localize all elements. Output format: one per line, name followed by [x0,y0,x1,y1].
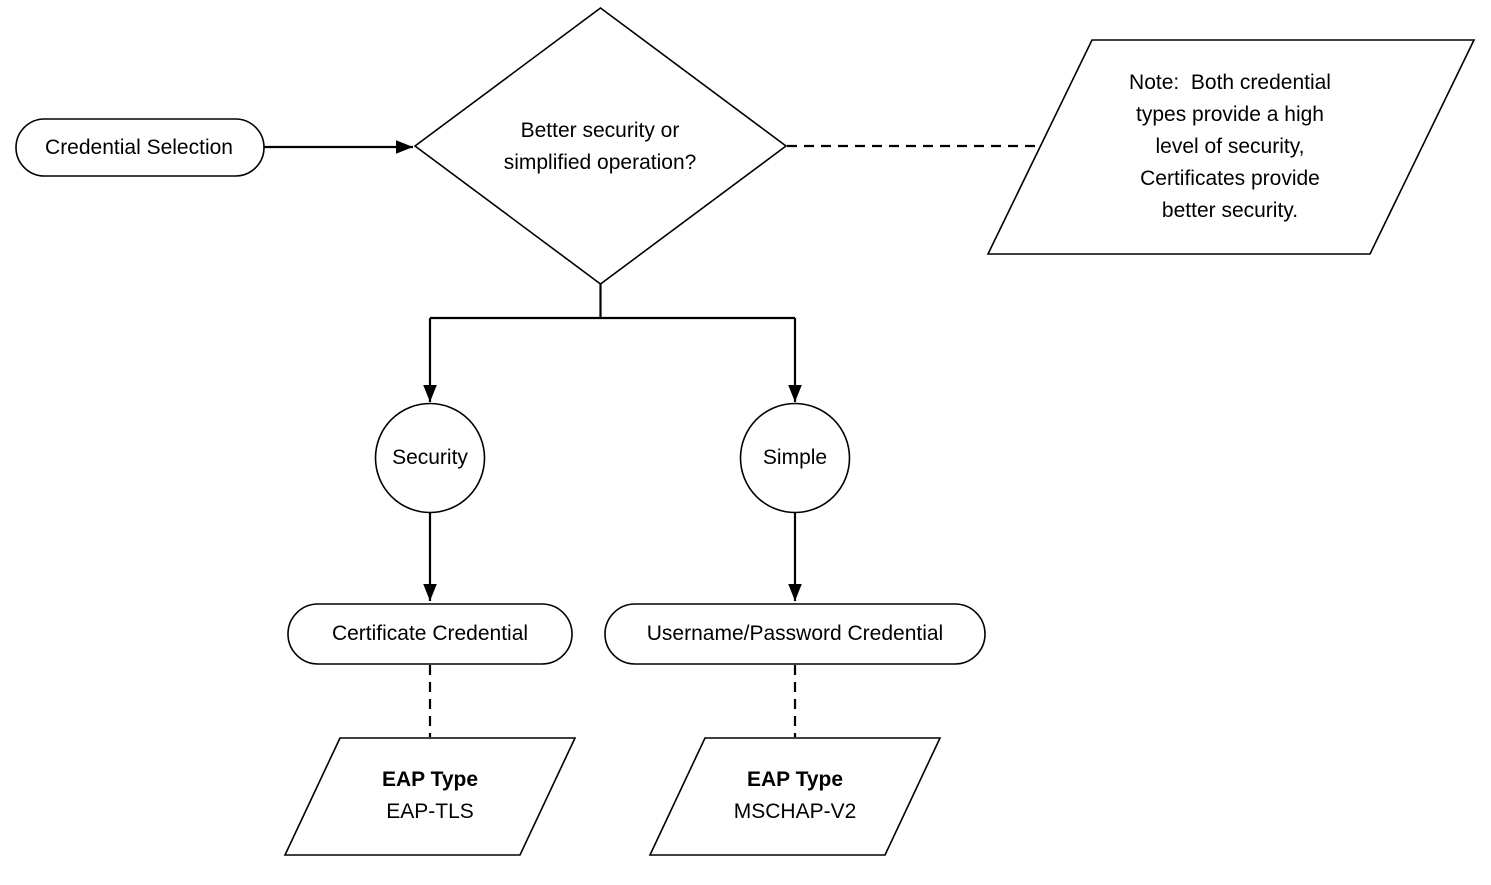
eap-tls-node-title: EAP Type [381,768,479,791]
mschap-v2-node-title: EAP Type [746,768,844,791]
simple-node-label: Simple [762,446,828,469]
decision-node-label: Better security or simplified operation? [503,119,697,174]
userpass-credential-stadium-shape [604,603,986,665]
note-node-label: Note: Both credential types provide a hi… [1129,71,1331,222]
eap-tls-node-value: EAP-TLS [386,800,474,823]
start-node-label: Credential Selection [45,136,233,159]
eap-tls-node: EAP Type EAP-TLS [382,764,478,828]
simple-circle-shape [739,402,851,514]
note-parallelogram-shape [986,39,1476,255]
eap-tls-parallelogram-shape [283,737,577,856]
decision-diamond-shape [413,7,788,285]
certificate-credential-stadium-shape [287,603,573,665]
userpass-credential-label: Username/Password Credential [646,622,944,645]
certificate-credential-label: Certificate Credential [331,622,529,645]
security-circle-shape [374,402,486,514]
connector-decision-branch [430,284,795,320]
mschap-parallelogram-shape [648,737,942,856]
start-stadium-shape [15,118,265,177]
mschap-v2-node: EAP Type MSCHAP-V2 [734,764,857,828]
mschap-v2-node-value: MSCHAP-V2 [733,800,857,823]
security-node-label: Security [392,446,468,469]
